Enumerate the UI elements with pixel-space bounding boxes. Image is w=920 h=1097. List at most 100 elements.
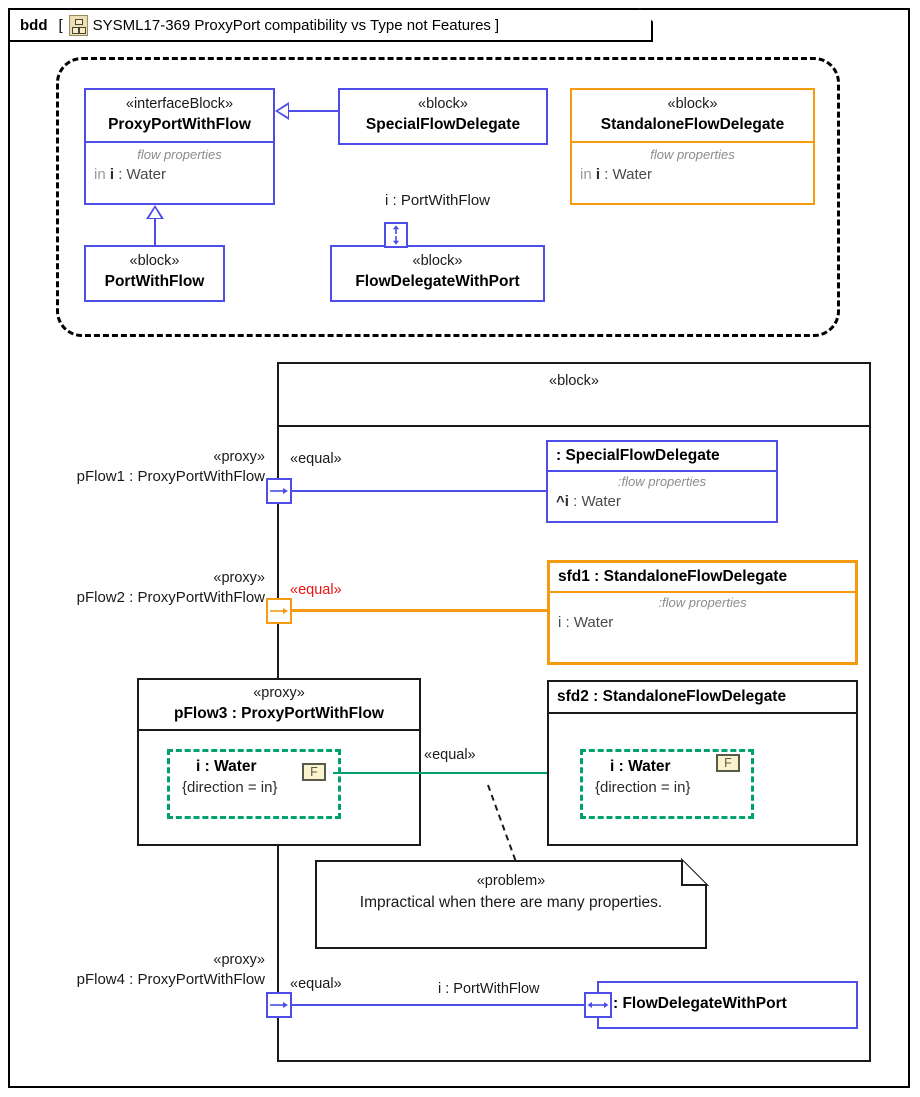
generalization-arrow-port	[146, 205, 164, 219]
highlight-constraint-pflow3: {direction = in}	[182, 779, 278, 796]
block-header: «block» SpecialFlowDelegate	[340, 90, 546, 141]
block-header: «block» FlowDelegateWithPort	[332, 247, 543, 298]
generalization-line-port	[154, 219, 156, 245]
connector-pflow1[interactable]	[292, 490, 546, 492]
port-name: pFlow2 : ProxyPortWithFlow	[76, 589, 265, 606]
flow-property-badge-pflow3: F	[302, 763, 326, 781]
flow-property: in i : Water	[94, 164, 265, 185]
diagram-kind-label: bdd	[20, 16, 48, 34]
flow-properties-compartment: flow properties in i : Water	[572, 143, 813, 203]
port-label-pflow4: «proxy» pFlow4 : ProxyPortWithFlow	[10, 950, 265, 990]
generalization-line-special	[289, 110, 338, 112]
highlight-property-name-pflow3: i : Water	[196, 758, 257, 775]
property-type: : Water	[604, 166, 652, 183]
part-header: : FlowDelegateWithPort	[599, 983, 856, 1022]
port-stereotype: «proxy»	[213, 449, 265, 465]
port-pflow4[interactable]	[266, 992, 292, 1018]
port-stereotype: «proxy»	[213, 570, 265, 586]
port-out-arrow-icon	[270, 488, 288, 494]
diagram-header-tab: bdd [ SYSML17-369 ProxyPort compatibilit…	[8, 8, 653, 42]
note-fold-corner	[681, 858, 709, 886]
type-definitions-group	[56, 57, 840, 337]
port-out-arrow-icon	[270, 608, 288, 614]
port-stereotype: «proxy»	[253, 685, 305, 701]
block-name: StandaloneFlowDelegate	[600, 116, 785, 133]
part-name: : FlowDelegateWithPort	[613, 995, 787, 1012]
port-label-pflow2: «proxy» pFlow2 : ProxyPortWithFlow	[10, 568, 265, 608]
port-label-flow-delegate-with-port: i : PortWithFlow	[384, 192, 490, 209]
stereotype-label: «block»	[667, 96, 718, 112]
stereotype-label: «block»	[129, 253, 180, 269]
part-special-flow-delegate[interactable]: : SpecialFlowDelegate :flow properties ^…	[546, 440, 778, 523]
connector-label-pflow4: «equal»	[290, 976, 342, 992]
port-label-pflow1: «proxy» pFlow1 : ProxyPortWithFlow	[10, 447, 265, 487]
stereotype-label: «block»	[549, 373, 599, 389]
part-name: sfd1 : StandaloneFlowDelegate	[558, 568, 788, 585]
flow-properties-compartment: flow properties in i : Water	[86, 143, 273, 203]
port-out-arrow-icon	[270, 1002, 288, 1008]
part-name: : SpecialFlowDelegate	[556, 447, 720, 464]
property-type: : Water	[573, 493, 621, 510]
part-flow-delegate-with-port[interactable]: : FlowDelegateWithPort	[597, 981, 858, 1029]
compartment-title: :flow properties	[658, 595, 747, 610]
problem-note[interactable]: «problem» Impractical when there are man…	[315, 860, 707, 949]
port-pflow1[interactable]	[266, 478, 292, 504]
stereotype-label: «interfaceBlock»	[125, 96, 234, 112]
connector-label-pflow3: «equal»	[424, 747, 476, 763]
connector-pflow3[interactable]	[333, 772, 588, 774]
note-body: «problem» Impractical when there are man…	[317, 862, 705, 922]
connector-label-pflow1: «equal»	[290, 451, 342, 467]
arrow-left-right-glyph	[587, 1002, 609, 1008]
compartment-title: :flow properties	[617, 474, 707, 489]
arrow-up-down-glyph	[392, 225, 400, 245]
block-name: SpecialFlowDelegate	[365, 116, 521, 133]
block-proxy-port-with-flow[interactable]: «interfaceBlock» ProxyPortWithFlow flow …	[84, 88, 275, 205]
flow-property: ^i : Water	[556, 491, 768, 512]
bracket-open: [	[58, 16, 63, 34]
part-sfd1[interactable]: sfd1 : StandaloneFlowDelegate :flow prop…	[547, 560, 858, 665]
part-header: : SpecialFlowDelegate	[548, 442, 776, 472]
port-bidirectional-vertical-icon[interactable]	[384, 222, 408, 248]
stereotype-label: «block»	[418, 96, 468, 112]
highlight-group-pflow3	[167, 749, 341, 819]
highlight-property-name-sfd2: i : Water	[610, 758, 671, 775]
block-special-flow-delegate[interactable]: «block» SpecialFlowDelegate	[338, 88, 548, 145]
flow-property-badge-sfd2: F	[716, 754, 740, 772]
note-stereotype: «problem»	[476, 873, 546, 889]
bracket-close: ]	[494, 16, 500, 34]
block-name: PortWithFlow	[104, 273, 205, 290]
flow-property: in i : Water	[580, 164, 805, 185]
flow-property: i : Water	[558, 612, 847, 633]
port-name: pFlow1 : ProxyPortWithFlow	[76, 468, 265, 485]
block-name: FlowDelegateWithPort	[355, 273, 520, 290]
property-name: i	[595, 166, 601, 183]
port-pflow2[interactable]	[266, 598, 292, 624]
part-name: sfd2 : StandaloneFlowDelegate	[557, 688, 787, 705]
port-bidirectional-horizontal-icon[interactable]	[584, 992, 612, 1018]
diagram-title: SYSML17-369 ProxyPort compatibility vs T…	[92, 16, 491, 34]
connector-pflow2[interactable]	[292, 609, 547, 612]
compartment-title: flow properties	[137, 147, 222, 162]
flow-properties-compartment: :flow properties i : Water	[550, 593, 855, 662]
generalization-arrow-special	[275, 102, 289, 120]
part-header: sfd2 : StandaloneFlowDelegate	[549, 682, 856, 714]
port-name: pFlow4 : ProxyPortWithFlow	[76, 971, 265, 988]
context-block-name	[287, 391, 861, 412]
property-label: i : Water	[558, 614, 614, 631]
context-block-header: «block»	[279, 364, 869, 427]
note-text: Impractical when there are many properti…	[359, 894, 663, 911]
block-header: «interfaceBlock» ProxyPortWithFlow	[86, 90, 273, 143]
property-type: : Water	[118, 166, 166, 183]
block-port-with-flow[interactable]: «block» PortWithFlow	[84, 245, 225, 302]
block-standalone-flow-delegate[interactable]: «block» StandaloneFlowDelegate flow prop…	[570, 88, 815, 205]
connector-label-pflow2: «equal»	[290, 582, 342, 598]
compartment-title: flow properties	[650, 147, 735, 162]
part-header: «proxy» pFlow3 : ProxyPortWithFlow	[139, 680, 419, 731]
block-flow-delegate-with-port[interactable]: «block» FlowDelegateWithPort	[330, 245, 545, 302]
connector-end-label-pflow4: i : PortWithFlow	[438, 981, 540, 997]
connector-pflow4[interactable]	[292, 1004, 584, 1006]
block-header: «block» StandaloneFlowDelegate	[572, 90, 813, 143]
property-name: ^i	[556, 493, 569, 510]
property-name: i	[109, 166, 115, 183]
part-header: sfd1 : StandaloneFlowDelegate	[550, 563, 855, 593]
